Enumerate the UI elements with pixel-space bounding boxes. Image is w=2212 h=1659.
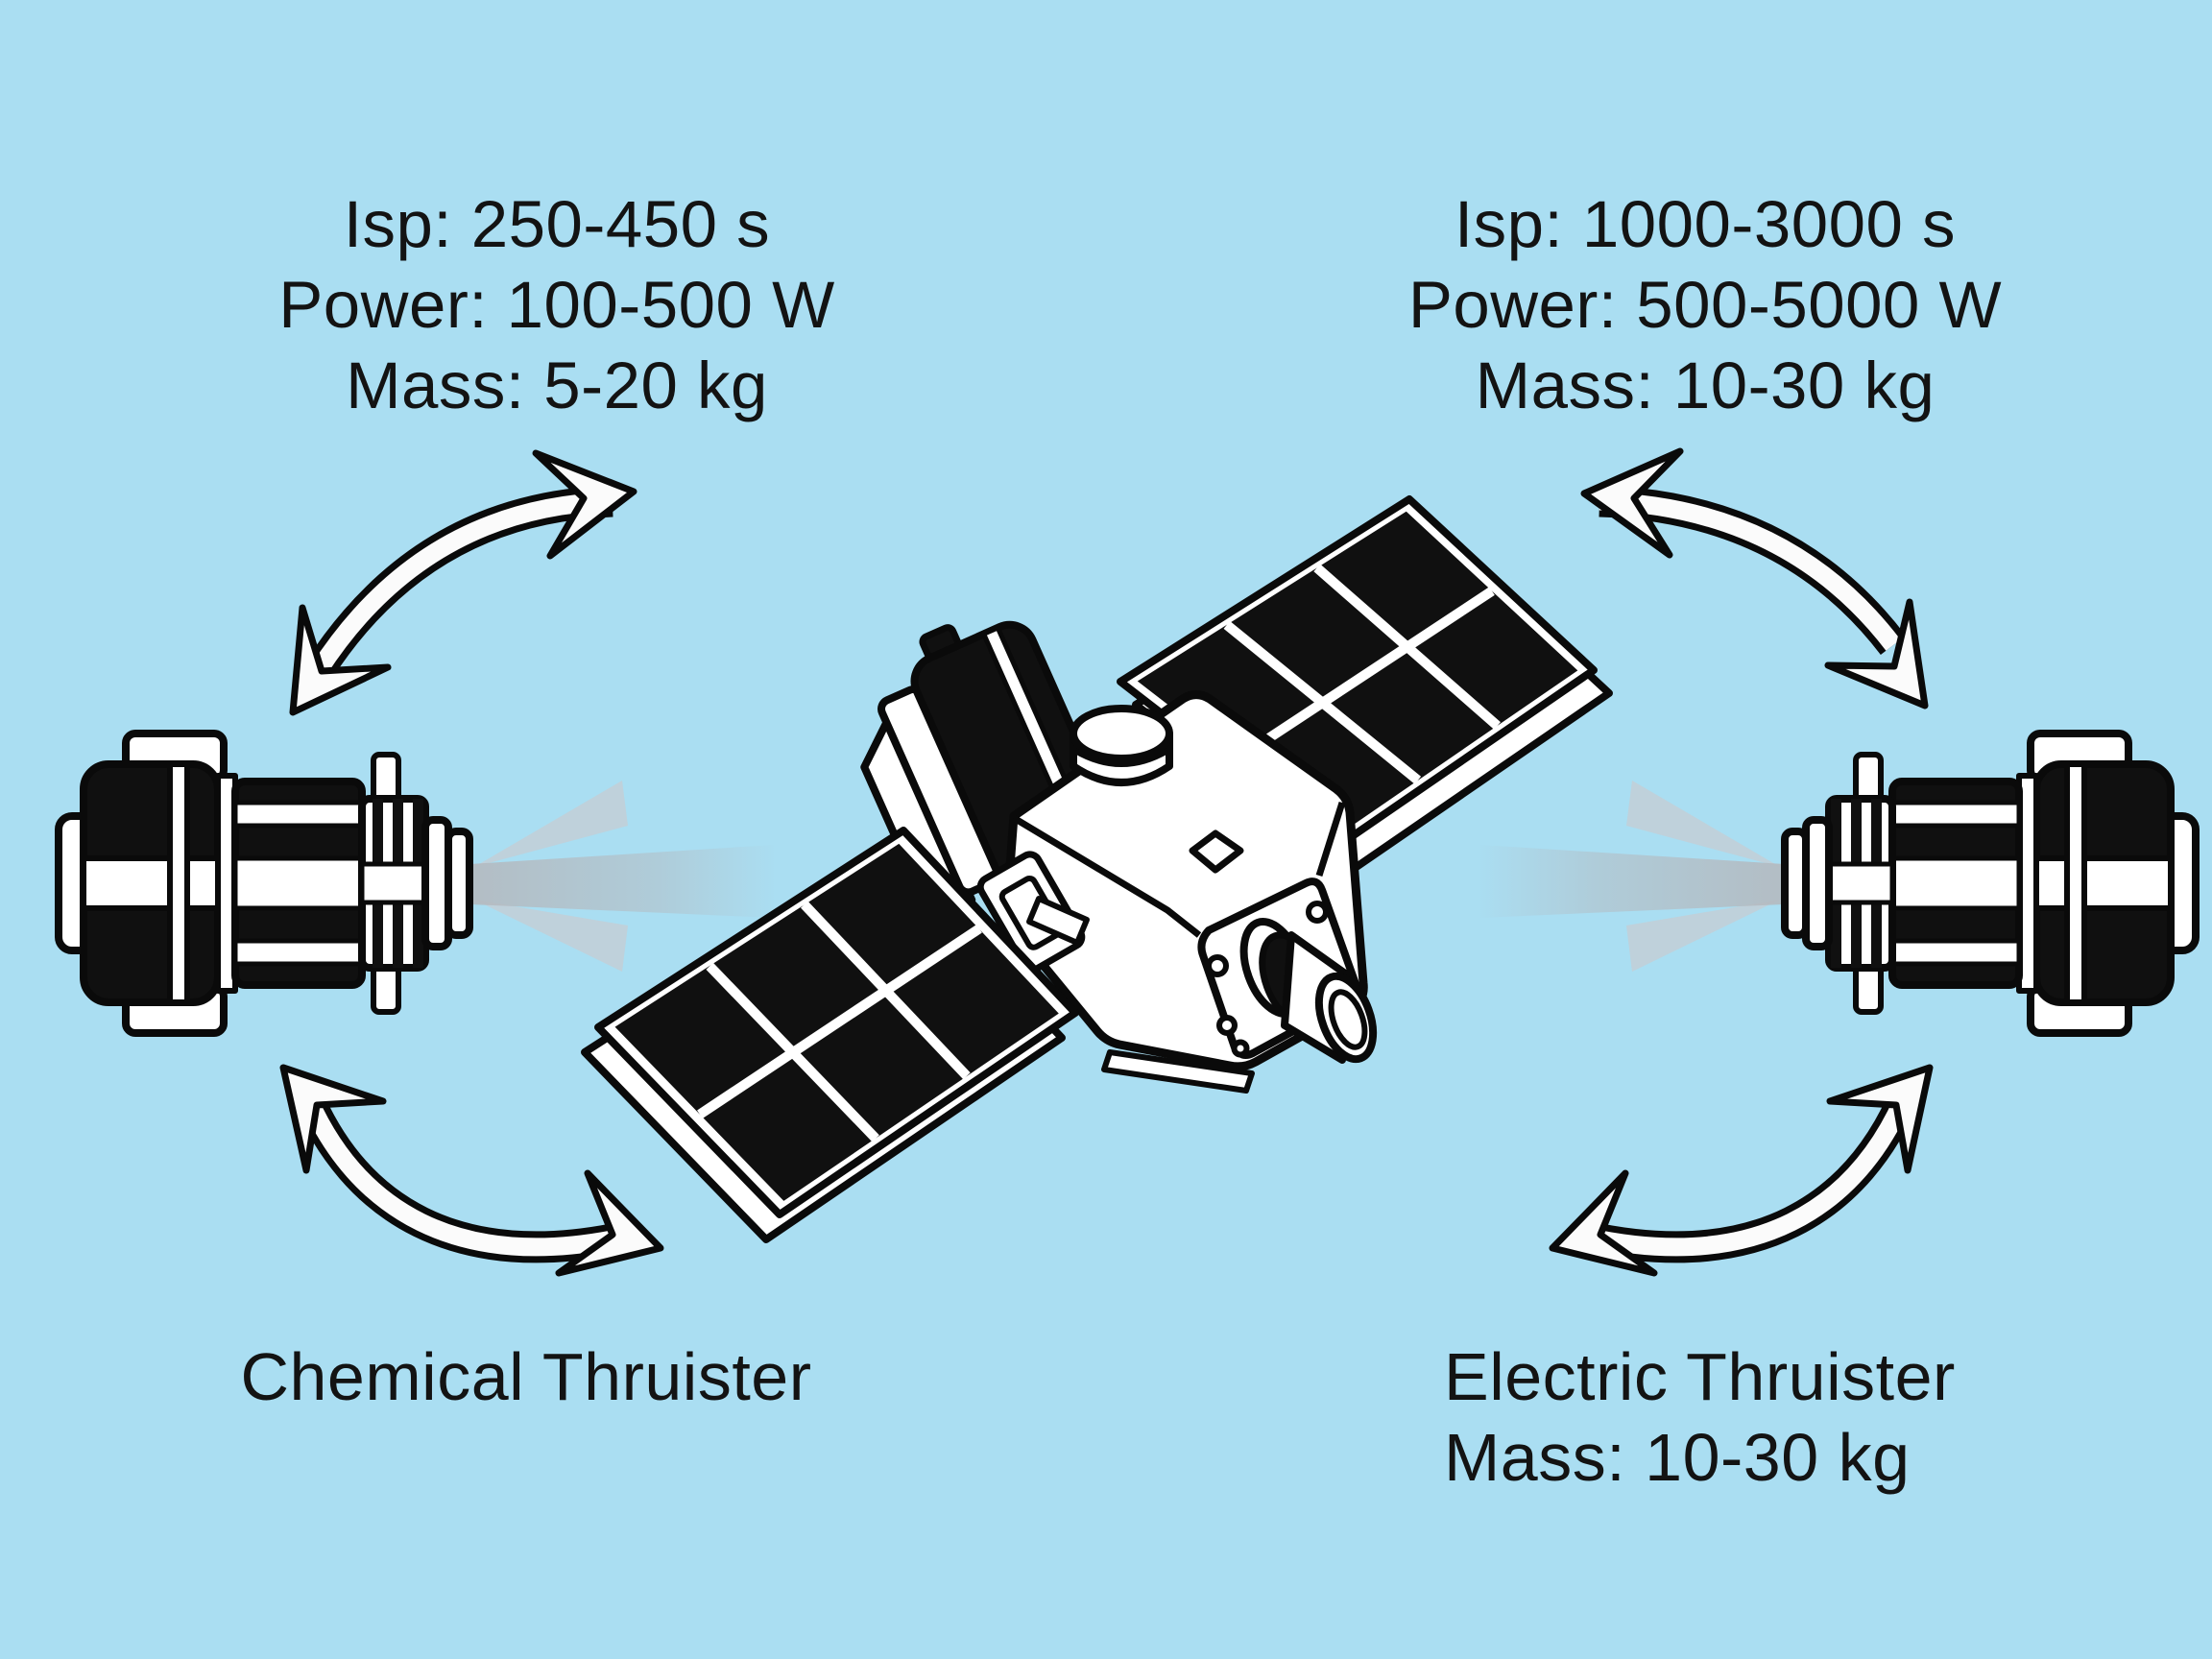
electric-label-line1: Electric Thruister — [1444, 1339, 1956, 1414]
satellite-icon — [581, 495, 1613, 1243]
swap-arrow-bottom-right — [1549, 1064, 1934, 1277]
chemical-isp-value: Isp: 250-450 s — [343, 187, 771, 261]
satellite-body-icon — [976, 690, 1378, 1094]
exhaust-plume-icon — [470, 781, 774, 972]
swap-arrow-bottom-left — [279, 1064, 664, 1277]
electric-isp-value: Isp: 1000-3000 s — [1454, 187, 1957, 261]
chemical-thruster-specs: Isp: 250-450 s Power: 100-500 W Mass: 5-… — [173, 184, 941, 426]
electric-thruster-specs: Isp: 1000-3000 s Power: 500-5000 W Mass:… — [1321, 184, 2089, 426]
electric-thruster-icon — [1480, 733, 2196, 1033]
swap-arrow-top-left — [289, 449, 637, 716]
electric-mass-value: Mass: 10-30 kg — [1475, 349, 1936, 422]
satellite-lens-icon — [1239, 918, 1378, 1064]
electric-power-value: Power: 500-5000 W — [1407, 268, 2003, 342]
swap-arrow-top-right — [1580, 447, 1929, 709]
chemical-thruster-label: Chemical Thruister — [240, 1339, 812, 1414]
solar-panel-left-icon — [581, 827, 1079, 1243]
chemical-mass-value: Mass: 5-20 kg — [346, 349, 768, 422]
electric-label-line2: Mass: 10-30 kg — [1444, 1420, 1911, 1495]
electric-thruster-label: Electric Thruister Mass: 10-30 kg — [1444, 1336, 1956, 1498]
chemical-thruster-icon — [55, 730, 473, 1037]
chemical-power-value: Power: 100-500 W — [278, 268, 835, 342]
